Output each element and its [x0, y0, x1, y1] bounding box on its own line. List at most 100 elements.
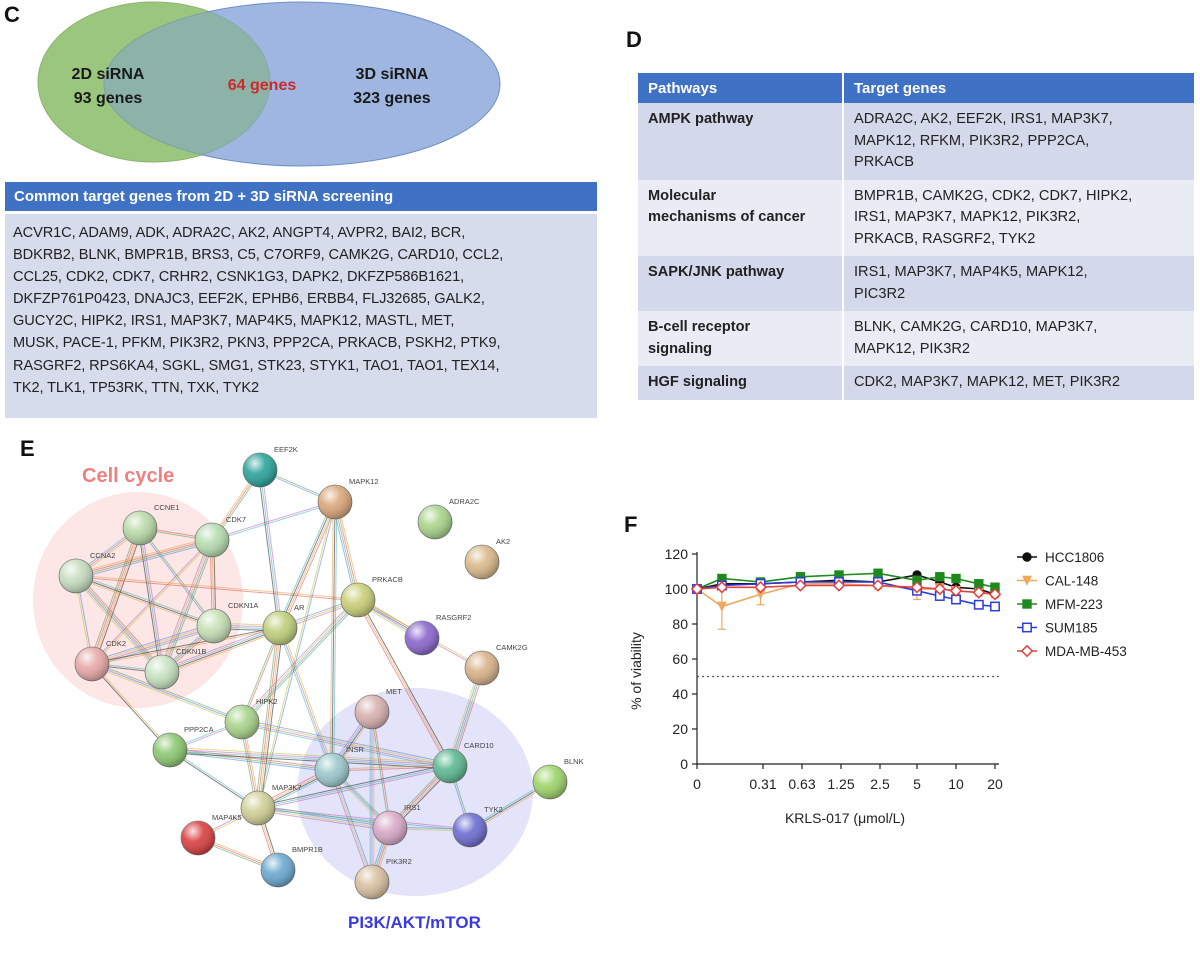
node-adra2c[interactable]: ADRA2C: [417, 497, 480, 540]
panel-label-f: F: [624, 512, 638, 537]
legend-item: MDA-MB-453: [1017, 644, 1127, 659]
node-ar[interactable]: AR: [262, 603, 305, 646]
node-label: INSR: [346, 745, 365, 754]
node-shine: [355, 695, 389, 729]
node-ppp2ca[interactable]: PPP2CA: [152, 725, 214, 768]
network-edge: [76, 540, 213, 578]
node-ak2[interactable]: AK2: [464, 537, 510, 580]
data-point: [990, 601, 1000, 612]
node-mapk12[interactable]: MAPK12: [317, 477, 379, 520]
legend-marker: [1020, 644, 1034, 658]
legend-label: MDA-MB-453: [1045, 644, 1127, 659]
network-edge: [92, 540, 214, 665]
network-edge: [359, 598, 453, 766]
node-irs1[interactable]: IRS1: [372, 803, 421, 846]
data-point: [716, 601, 727, 612]
node-tyk2[interactable]: TYK2: [452, 805, 503, 848]
node-shine: [318, 485, 352, 519]
node-eef2k[interactable]: EEF2K: [242, 445, 298, 488]
node-map3k7[interactable]: MAP3K7: [240, 783, 302, 826]
node-label: CCNE1: [154, 503, 179, 512]
node-camk2g[interactable]: CAMK2G: [464, 643, 528, 686]
network-edge: [212, 502, 336, 542]
network-edge: [92, 628, 281, 666]
node-pik3r2[interactable]: PIK3R2: [354, 857, 412, 900]
network-edge: [170, 748, 451, 766]
network-edge: [76, 573, 215, 625]
venn-right-name: 3D siRNA: [356, 66, 429, 83]
node-cdkn1b[interactable]: CDKN1B: [144, 647, 206, 690]
network-edge: [242, 718, 451, 764]
data-point: [871, 579, 885, 592]
network-edge: [162, 630, 282, 675]
node-label: AK2: [496, 537, 510, 546]
node-shine: [153, 733, 187, 767]
node-met[interactable]: MET: [354, 687, 402, 730]
node-shine: [418, 505, 452, 539]
node-cdk2[interactable]: CDK2: [74, 639, 126, 682]
data-point: [832, 579, 846, 592]
node-ccna2[interactable]: CCNA2: [58, 551, 115, 594]
legend-label: MFM-223: [1045, 597, 1103, 612]
network-edge: [164, 540, 215, 674]
node-cdk7[interactable]: CDK7: [194, 515, 246, 558]
node-cdkn1a[interactable]: CDKN1A: [196, 601, 258, 644]
node-shine: [533, 765, 567, 799]
data-point: [873, 568, 883, 578]
network-edge: [139, 527, 163, 673]
node-card10[interactable]: CARD10: [432, 741, 494, 784]
data-point: [690, 582, 704, 596]
node-shine: [225, 705, 259, 739]
y-tick-label: 60: [672, 651, 688, 667]
network-edge: [258, 806, 391, 828]
node-shine: [355, 865, 389, 899]
gene-line: GUCY2C, HIPK2, IRS1, MAP3K7, MAP4K5, MAP…: [13, 313, 455, 330]
node-label: MAP3K7: [272, 783, 302, 792]
network-edge: [243, 601, 361, 725]
network-edge: [256, 627, 280, 808]
x-tick-label: 2.5: [870, 776, 890, 792]
node-hipk2[interactable]: HIPK2: [224, 697, 278, 740]
network-edge: [170, 746, 451, 764]
node-label: MAP4K5: [212, 813, 242, 822]
node-insr[interactable]: INSR: [314, 745, 365, 788]
network-edge: [75, 536, 212, 574]
y-tick-label: 100: [665, 581, 689, 597]
network-edge: [257, 808, 470, 832]
node-label: RASGRF2: [436, 613, 471, 622]
network-edge: [258, 628, 282, 809]
gene-line: ACVR1C, ADAM9, ADK, ADRA2C, AK2, ANGPT4,…: [13, 225, 466, 241]
venn-left-count: 93 genes: [74, 90, 143, 107]
node-blnk[interactable]: BLNK: [532, 757, 584, 800]
node-shine: [341, 583, 375, 617]
node-bmpr1b[interactable]: BMPR1B: [260, 845, 323, 888]
node-label: BMPR1B: [292, 845, 323, 854]
node-shine: [433, 749, 467, 783]
network-edge: [277, 628, 331, 771]
network-edge: [259, 469, 281, 629]
y-tick-label: 80: [672, 616, 688, 632]
node-label: IRS1: [404, 803, 421, 812]
node-shine: [243, 453, 277, 487]
panel-label-c: C: [4, 2, 20, 27]
node-rasgrf2[interactable]: RASGRF2: [404, 613, 471, 656]
legend-label: CAL-148: [1045, 574, 1098, 589]
header-target-genes: Target genes: [843, 73, 1194, 103]
node-map4k5[interactable]: MAP4K5: [180, 813, 242, 856]
venn-left-name: 2D siRNA: [72, 66, 145, 83]
node-shine: [261, 853, 295, 887]
node-label: CARD10: [464, 741, 494, 750]
node-shine: [123, 511, 157, 545]
node-ccne1[interactable]: CCNE1: [122, 503, 179, 546]
network-edge: [91, 663, 243, 723]
network-edge: [257, 808, 390, 830]
network-edge: [169, 752, 450, 770]
network-edge: [170, 747, 333, 769]
data-point: [988, 587, 1002, 601]
node-prkacb[interactable]: PRKACB: [340, 575, 403, 618]
legend-item: CAL-148: [1017, 574, 1098, 589]
network-edge: [258, 806, 471, 830]
